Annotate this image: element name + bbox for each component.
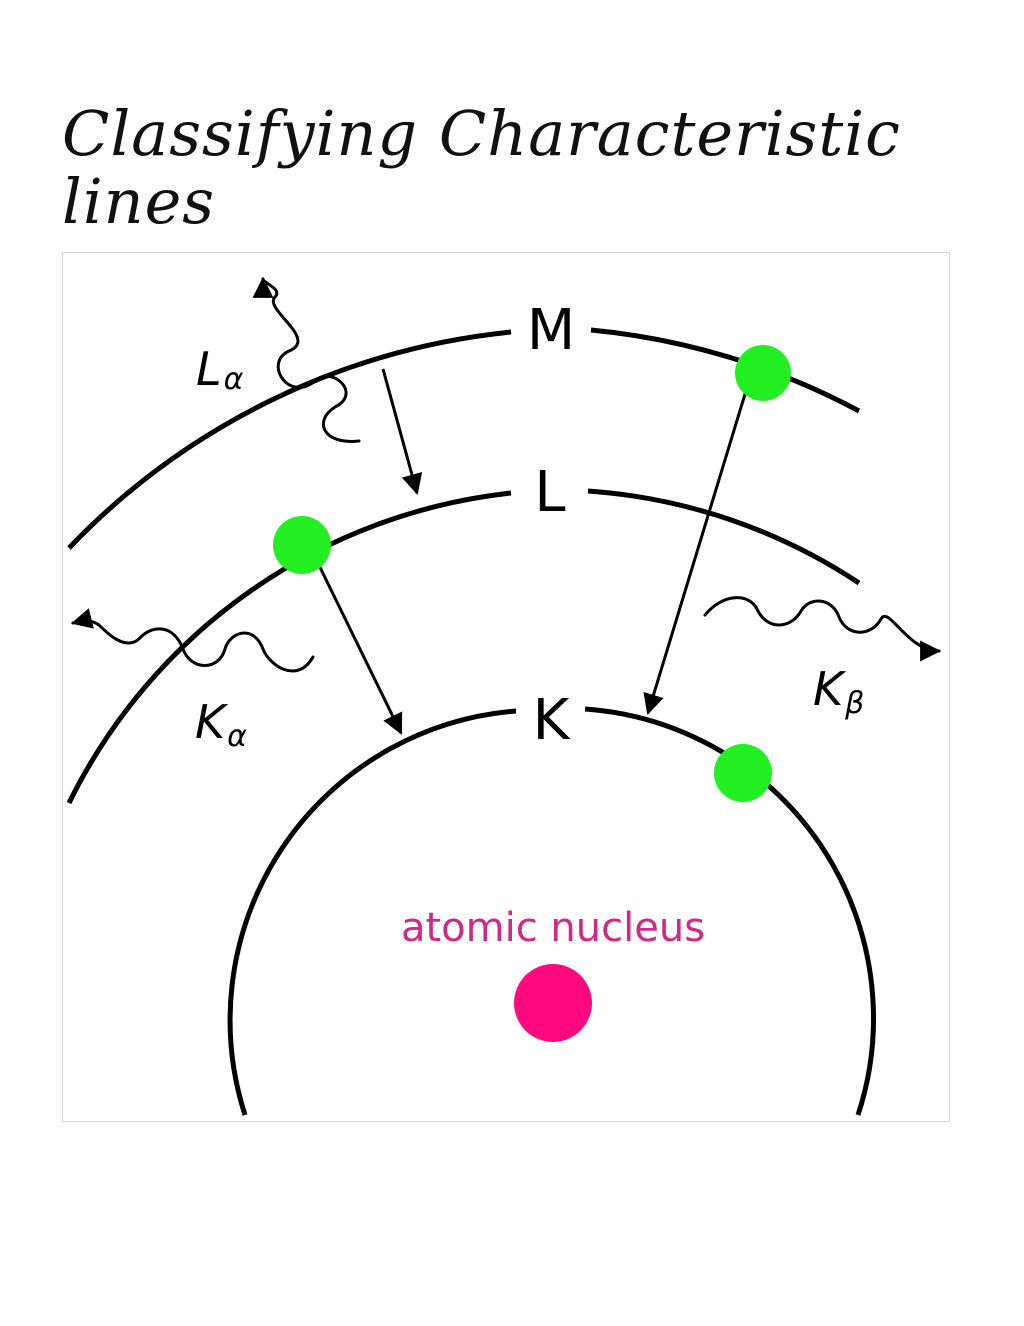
line-label-l-alpha: Lα bbox=[196, 342, 244, 397]
shell-label-m: M bbox=[527, 298, 575, 363]
photon-wave-l-alpha bbox=[252, 276, 361, 443]
line-label-l-alpha-main: L bbox=[196, 342, 222, 396]
shell-label-l: L bbox=[534, 460, 565, 525]
electron-m-shell bbox=[735, 345, 791, 401]
line-label-k-alpha-main: K bbox=[195, 695, 229, 749]
line-label-k-beta-sub: β bbox=[844, 686, 864, 721]
atomic-nucleus bbox=[514, 964, 592, 1042]
line-label-k-beta: Kβ bbox=[813, 662, 864, 721]
electron-k-shell bbox=[714, 744, 772, 802]
photon-wave-k-beta bbox=[703, 596, 942, 662]
photon-wave-k-alpha bbox=[70, 608, 315, 673]
atomic-shell-diagram: M L K Lα Kα Kβ bbox=[62, 252, 950, 1122]
line-label-l-alpha-sub: α bbox=[224, 362, 244, 397]
shell-l-arc-left bbox=[66, 490, 512, 805]
line-label-k-alpha-sub: α bbox=[227, 719, 247, 754]
page-title: Classifying Characteristic lines bbox=[62, 97, 901, 239]
transition-arrow-m-to-l bbox=[381, 368, 423, 496]
shell-m-arc-right bbox=[590, 327, 861, 414]
line-label-k-alpha: Kα bbox=[195, 695, 247, 754]
transition-arrow-m-to-k bbox=[643, 380, 751, 716]
electron-l-shell bbox=[273, 516, 331, 574]
nucleus-label: atomic nucleus bbox=[401, 905, 705, 951]
shell-k-arc-right bbox=[584, 706, 876, 1116]
shell-l-arc-right bbox=[587, 488, 861, 586]
shell-m-arc-left bbox=[67, 329, 512, 550]
line-label-k-beta-main: K bbox=[813, 662, 847, 716]
shell-label-k: K bbox=[533, 688, 571, 753]
diagram-svg: M L K Lα Kα Kβ bbox=[66, 276, 942, 1116]
shell-k-arc-left bbox=[227, 708, 517, 1116]
transition-arrow-l-to-k bbox=[311, 552, 403, 735]
